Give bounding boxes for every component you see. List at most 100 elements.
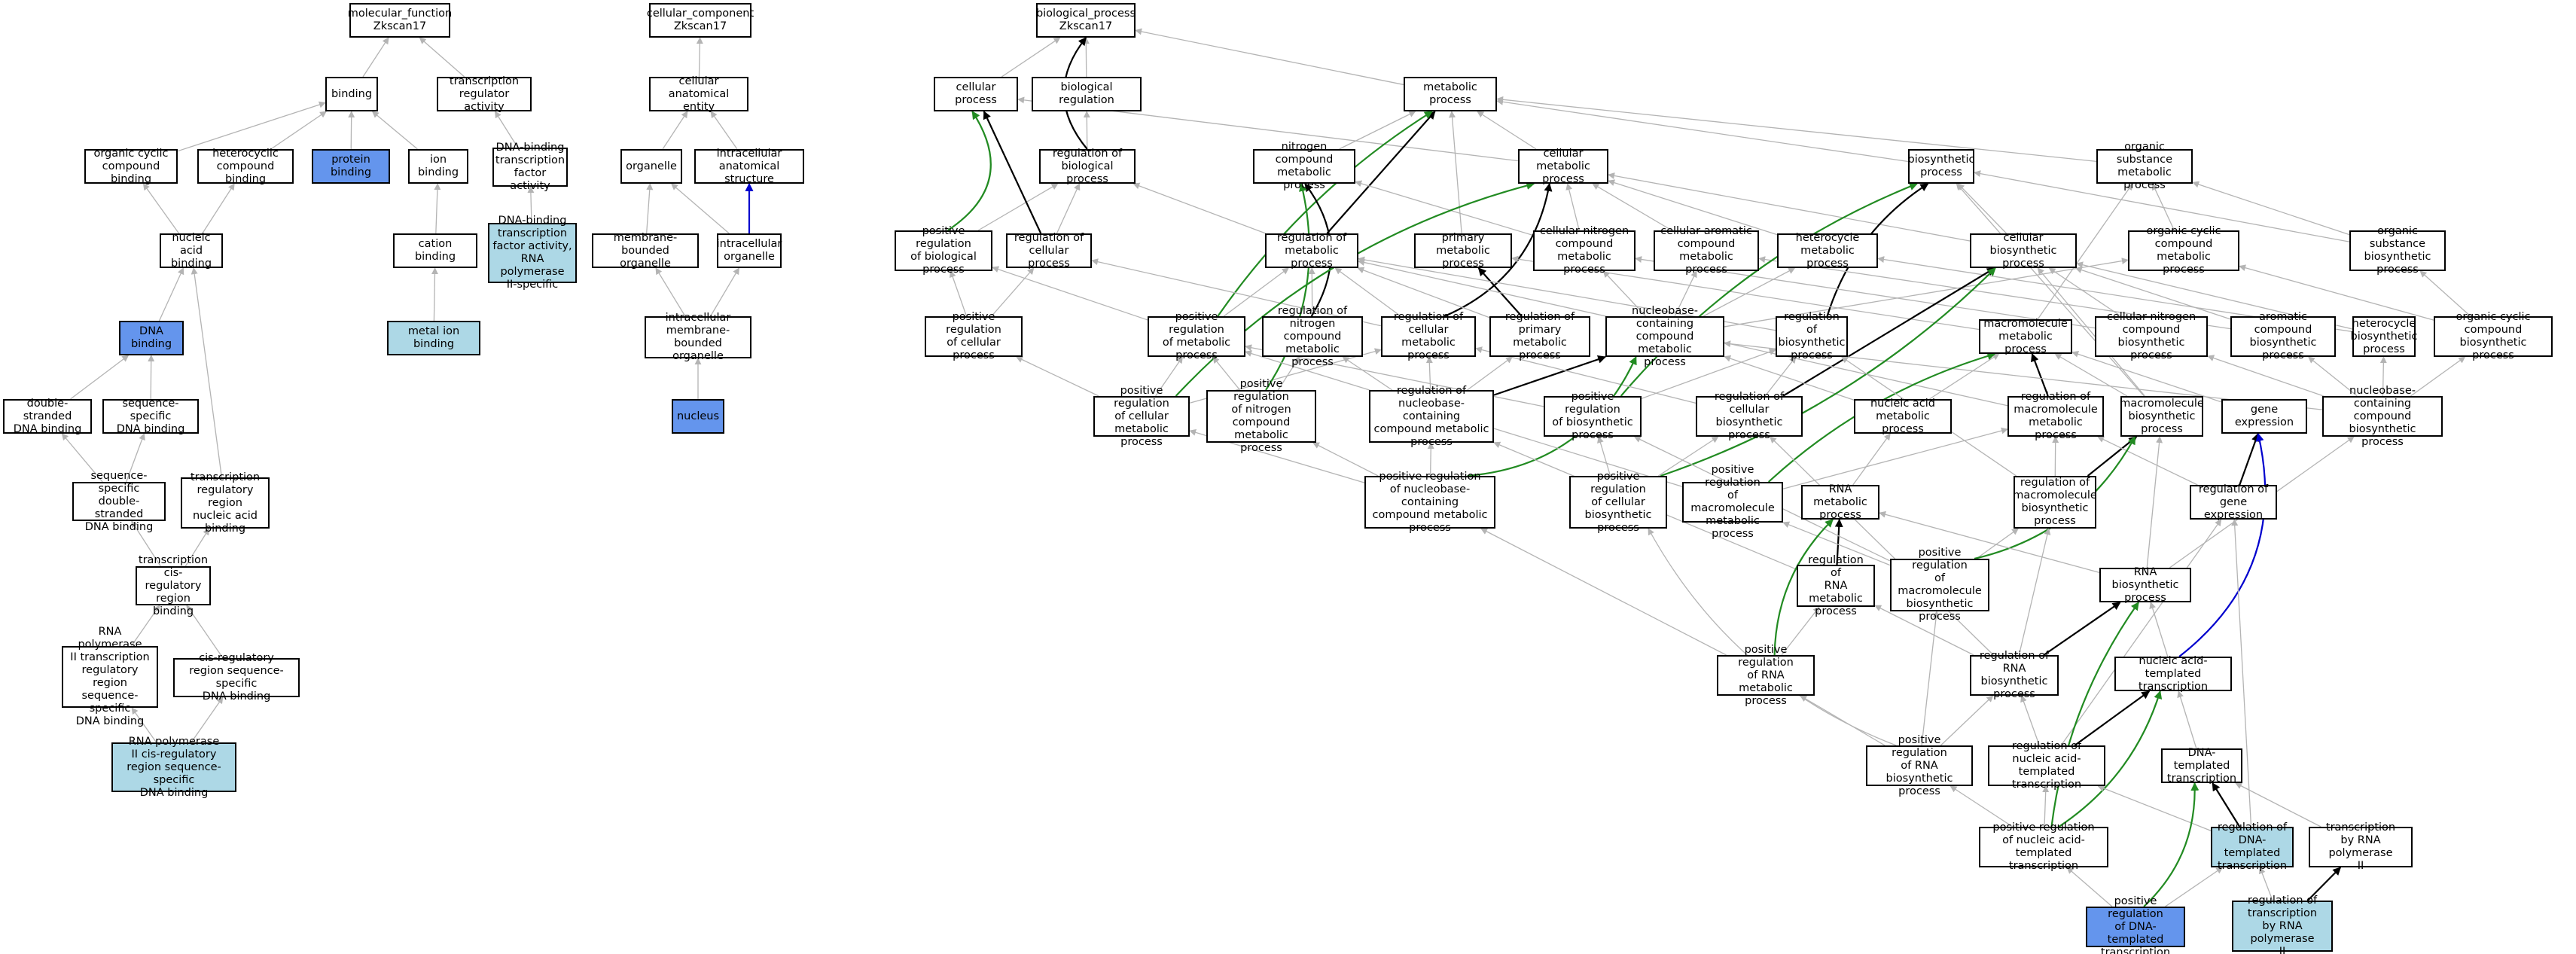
go-node-regulation-of-cellular-biosynthetic-process[interactable]: regulation of cellular biosynthetic proc… bbox=[1696, 391, 1803, 441]
go-node-primary-metabolic-process[interactable]: primary metabolic process bbox=[1414, 232, 1512, 270]
edge-mbo-to-organelle bbox=[645, 183, 654, 234]
go-node-molecular-function-root[interactable]: molecular_function Zkscan17 bbox=[348, 3, 452, 38]
go-node-intracellular-anatomical-structure[interactable]: intracellular anatomical structure bbox=[694, 148, 804, 185]
go-node-ion-binding[interactable]: ion binding bbox=[408, 149, 468, 184]
go-node-positive-regulation-of-cellular-process[interactable]: positive regulation of cellular process bbox=[925, 311, 1023, 361]
go-node-regulation-of-nucleobase-containing-compound-metabolic-process[interactable]: regulation of nucleobase-containing comp… bbox=[1369, 385, 1494, 448]
go-node-positive-regulation-of-macromolecule-metabolic-process[interactable]: positive regulation of macromolecule met… bbox=[1682, 464, 1783, 540]
go-node-rna-metabolic-process[interactable]: RNA metabolic process bbox=[1801, 483, 1879, 521]
go-node-transcription-regulator-activity[interactable]: transcription regulator activity bbox=[437, 75, 532, 113]
go-node-positive-regulation-of-nucleic-acid-templated-transcription[interactable]: positive regulation of nucleic acid-temp… bbox=[1979, 821, 2108, 872]
go-node-protein-binding[interactable]: protein binding bbox=[312, 149, 390, 184]
go-node-positive-regulation-of-nucleobase-containing-compound-metabolic-process[interactable]: positive regulation of nucleobase-contai… bbox=[1364, 471, 1495, 534]
go-node-macromolecule-biosynthetic-process[interactable]: macromolecule biosynthetic process bbox=[2120, 396, 2204, 437]
go-node-regulation-of-macromolecule-biosynthetic-process[interactable]: regulation of macromolecule biosynthetic… bbox=[2013, 476, 2097, 529]
go-node-cellular-aromatic-compound-metabolic-process[interactable]: cellular aromatic compound metabolic pro… bbox=[1654, 225, 1759, 276]
go-node-cation-binding[interactable]: cation binding bbox=[393, 233, 477, 268]
go-node-binding[interactable]: binding bbox=[325, 77, 378, 111]
go-node-macromolecule-metabolic-process[interactable]: macromolecule metabolic process bbox=[1979, 318, 2072, 355]
go-node-nucleus[interactable]: nucleus bbox=[672, 399, 724, 434]
go-node-nucleic-acid-metabolic-process[interactable]: nucleic acid metabolic process bbox=[1854, 398, 1952, 435]
go-node-regulation-of-primary-metabolic-process[interactable]: regulation of primary metabolic process bbox=[1489, 311, 1590, 361]
go-node-heterocyclic-compound-binding[interactable]: heterocyclic compound binding bbox=[197, 148, 294, 185]
go-node-regulation-of-rna-biosynthetic-process[interactable]: regulation of RNA biosynthetic process bbox=[1970, 650, 2059, 700]
go-node-cellular-biosynthetic-process[interactable]: cellular biosynthetic process bbox=[1970, 232, 2077, 270]
go-node-positive-regulation-of-rna-biosynthetic-process[interactable]: positive regulation of RNA biosynthetic … bbox=[1866, 734, 1973, 797]
go-node-heterocycle-biosynthetic-process[interactable]: heterocycle biosynthetic process bbox=[2351, 316, 2417, 357]
edge-osmp-to-mp bbox=[1496, 96, 2097, 162]
go-node-organic-substance-biosynthetic-process[interactable]: organic substance biosynthetic process bbox=[2349, 225, 2446, 276]
go-node-transcription-regulatory-region-nucleic-acid-binding[interactable]: transcription regulatory region nucleic … bbox=[181, 471, 270, 535]
go-node-positive-regulation-of-macromolecule-biosynthetic-process[interactable]: positive regulation of macromolecule bio… bbox=[1890, 547, 1989, 623]
go-node-gene-expression[interactable]: gene expression bbox=[2221, 399, 2307, 434]
go-node-regulation-of-rna-metabolic-process[interactable]: regulation of RNA metabolic process bbox=[1797, 554, 1875, 617]
edge-rnatt-to-natt bbox=[2074, 690, 2151, 746]
go-node-regulation-of-biosynthetic-process[interactable]: regulation of biosynthetic process bbox=[1776, 311, 1848, 361]
go-node-regulation-of-transcription-by-rna-polymerase-ii[interactable]: regulation of transcription by RNA polym… bbox=[2232, 895, 2333, 954]
go-node-positive-regulation-of-cellular-biosynthetic-process[interactable]: positive regulation of cellular biosynth… bbox=[1569, 471, 1667, 534]
go-node-biosynthetic-process[interactable]: biosynthetic process bbox=[1908, 149, 1974, 184]
go-node-cis-regulatory-region-sequence-specific-dna-binding[interactable]: cis-regulatory region sequence-specific … bbox=[173, 652, 300, 703]
go-node-membrane-bounded-organelle[interactable]: membrane-bounded organelle bbox=[592, 232, 699, 270]
go-node-metal-ion-binding[interactable]: metal ion binding bbox=[387, 321, 480, 355]
go-node-positive-regulation-of-cellular-metabolic-process[interactable]: positive regulation of cellular metaboli… bbox=[1093, 385, 1190, 448]
go-node-rna-biosynthetic-process[interactable]: RNA biosynthetic process bbox=[2099, 566, 2191, 604]
go-node-regulation-of-nucleic-acid-templated-transcription[interactable]: regulation of nucleic acid-templated tra… bbox=[1988, 740, 2105, 791]
edge-prbp-to-robp bbox=[977, 183, 1059, 231]
go-node-nucleic-acid-templated-transcription[interactable]: nucleic acid-templated transcription bbox=[2114, 655, 2232, 693]
edge-dtt-to-natt bbox=[2177, 690, 2197, 749]
go-node-intracellular-organelle[interactable]: intracellular organelle bbox=[717, 233, 782, 268]
go-node-aromatic-compound-biosynthetic-process[interactable]: aromatic compound biosynthetic process bbox=[2230, 311, 2336, 361]
edge-cae-to-cc bbox=[696, 37, 703, 78]
go-node-rna-pol-ii-cis-regulatory-region-binding[interactable]: RNA polymerase II cis-regulatory region … bbox=[111, 736, 236, 799]
edge-rtrp2-to-rdtt bbox=[2258, 867, 2273, 901]
go-node-cellular-nitrogen-compound-biosynthetic-process[interactable]: cellular nitrogen compound biosynthetic … bbox=[2095, 311, 2208, 361]
go-node-regulation-of-metabolic-process[interactable]: regulation of metabolic process bbox=[1265, 232, 1358, 270]
go-node-transcription-cis-regulatory-region-binding[interactable]: transcription cis-regulatory region bind… bbox=[136, 554, 211, 617]
go-node-biological-regulation[interactable]: biological regulation bbox=[1032, 77, 1142, 111]
go-node-regulation-of-biological-process[interactable]: regulation of biological process bbox=[1039, 148, 1136, 185]
go-node-positive-regulation-of-biosynthetic-process[interactable]: positive regulation of biosynthetic proc… bbox=[1544, 391, 1642, 441]
go-node-biological-process-root[interactable]: biological_process Zkscan17 bbox=[1036, 3, 1136, 38]
go-node-nucleic-acid-binding[interactable]: nucleic acid binding bbox=[160, 232, 223, 270]
go-node-nucleobase-containing-compound-biosynthetic-process[interactable]: nucleobase-containing compound biosynthe… bbox=[2322, 385, 2443, 448]
go-node-heterocycle-metabolic-process[interactable]: heterocycle metabolic process bbox=[1777, 232, 1878, 270]
go-node-sequence-specific-double-stranded-dna-binding[interactable]: sequence-specific double-stranded DNA bi… bbox=[72, 470, 166, 533]
go-node-intracellular-membrane-bounded-organelle[interactable]: intracellular membrane-bounded organelle bbox=[645, 312, 751, 362]
go-node-positive-regulation-of-dna-templated-transcription[interactable]: positive regulation of DNA-templated tra… bbox=[2086, 895, 2185, 954]
go-node-positive-regulation-of-rna-metabolic-process[interactable]: positive regulation of RNA metabolic pro… bbox=[1717, 644, 1815, 707]
go-node-regulation-of-dna-templated-transcription[interactable]: regulation of DNA-templated transcriptio… bbox=[2211, 821, 2294, 872]
edge-rrnabp-to-rnabp bbox=[2043, 602, 2121, 656]
go-node-dna-binding-transcription-factor-activity[interactable]: DNA-binding transcription factor activit… bbox=[492, 142, 568, 192]
go-node-cellular-metabolic-process[interactable]: cellular metabolic process bbox=[1518, 148, 1608, 185]
go-node-organic-cyclic-compound-metabolic-process[interactable]: organic cyclic compound metabolic proces… bbox=[2128, 225, 2239, 276]
edge-occb-to-binding bbox=[177, 101, 326, 152]
go-node-regulation-of-macromolecule-metabolic-process[interactable]: regulation of macromolecule metabolic pr… bbox=[2007, 391, 2104, 441]
go-node-cellular-anatomical-entity[interactable]: cellular anatomical entity bbox=[649, 75, 748, 113]
go-node-cellular-nitrogen-compound-metabolic-process[interactable]: cellular nitrogen compound metabolic pro… bbox=[1533, 225, 1636, 276]
go-node-sequence-specific-dna-binding[interactable]: sequence-specific DNA binding bbox=[102, 398, 199, 435]
go-node-positive-regulation-of-biological-process[interactable]: positive regulation of biological proces… bbox=[895, 225, 992, 276]
go-node-cellular-component-root[interactable]: cellular_component Zkscan17 bbox=[647, 3, 754, 38]
go-node-regulation-of-cellular-process[interactable]: regulation of cellular process bbox=[1006, 232, 1092, 270]
go-node-regulation-of-nitrogen-compound-metabolic-process[interactable]: regulation of nitrogen compound metaboli… bbox=[1262, 305, 1363, 368]
go-node-nucleobase-containing-compound-metabolic-process[interactable]: nucleobase-containing compound metabolic… bbox=[1605, 305, 1724, 368]
go-node-regulation-of-cellular-metabolic-process[interactable]: regulation of cellular metabolic process bbox=[1381, 311, 1476, 361]
edge-dbtfa1-to-tra bbox=[494, 111, 519, 148]
go-node-cellular-process[interactable]: cellular process bbox=[934, 77, 1018, 111]
go-node-positive-regulation-of-nitrogen-compound-metabolic-process[interactable]: positive regulation of nitrogen compound… bbox=[1206, 378, 1316, 454]
go-node-dna-binding[interactable]: DNA binding bbox=[119, 321, 184, 355]
go-node-organic-cyclic-compound-binding[interactable]: organic cyclic compound binding bbox=[84, 148, 178, 185]
go-node-regulation-of-gene-expression[interactable]: regulation of gene expression bbox=[2190, 483, 2277, 521]
go-node-transcription-by-rna-polymerase-ii[interactable]: transcription by RNA polymerase II bbox=[2309, 821, 2413, 872]
go-node-positive-regulation-of-metabolic-process[interactable]: positive regulation of metabolic process bbox=[1148, 311, 1245, 361]
go-node-dna-templated-transcription[interactable]: DNA-templated transcription bbox=[2161, 747, 2242, 785]
go-node-organic-cyclic-compound-biosynthetic-process[interactable]: organic cyclic compound biosynthetic pro… bbox=[2434, 311, 2553, 361]
go-node-organelle[interactable]: organelle bbox=[620, 149, 682, 184]
go-node-organic-substance-metabolic-process[interactable]: organic substance metabolic process bbox=[2096, 141, 2193, 191]
go-node-metabolic-process[interactable]: metabolic process bbox=[1404, 77, 1497, 111]
go-node-double-stranded-dna-binding[interactable]: double-stranded DNA binding bbox=[3, 398, 92, 435]
go-node-nitrogen-compound-metabolic-process[interactable]: nitrogen compound metabolic process bbox=[1253, 141, 1355, 191]
go-node-rna-pol-ii-transcription-regulatory-region-binding[interactable]: RNA polymerase II transcription regulato… bbox=[62, 626, 158, 727]
go-node-dna-binding-tf-activity-rna-pol-ii-specific[interactable]: DNA-binding transcription factor activit… bbox=[488, 215, 577, 291]
